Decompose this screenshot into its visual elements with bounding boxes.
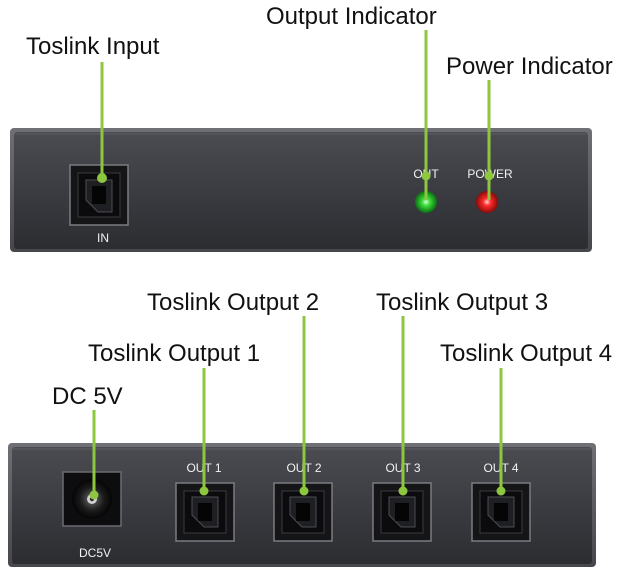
- leader-lines: [89, 30, 506, 500]
- leader-dot-output-indicator: [421, 171, 431, 181]
- callout-power-indicator: Power Indicator: [446, 53, 613, 80]
- front-panel: [10, 128, 592, 252]
- in-label: IN: [97, 231, 109, 245]
- callout-toslink-output-1: Toslink Output 1: [88, 340, 260, 367]
- dc5v-label: DC5V: [79, 546, 111, 560]
- out-led: [415, 191, 437, 213]
- callout-dc-5v: DC 5V: [52, 383, 123, 410]
- leader-dot-toslink-output-4: [496, 486, 506, 496]
- leader-dot-toslink-output-2: [299, 486, 309, 496]
- leader-dot-dc-5v: [89, 490, 99, 500]
- callout-toslink-output-4: Toslink Output 4: [440, 340, 612, 367]
- dc-jack: [62, 471, 122, 527]
- callout-output-indicator: Output Indicator: [266, 3, 437, 30]
- leader-dot-toslink-output-1: [199, 486, 209, 496]
- callout-toslink-output-3: Toslink Output 3: [376, 289, 548, 316]
- toslink-output-port-2: [273, 482, 333, 542]
- leader-dot-power-indicator: [484, 171, 494, 181]
- callout-toslink-input: Toslink Input: [26, 33, 160, 60]
- power-led: [476, 191, 498, 213]
- leader-dot-toslink-output-3: [398, 486, 408, 496]
- callout-toslink-output-2: Toslink Output 2: [147, 289, 319, 316]
- toslink-output-port-3: [372, 482, 432, 542]
- leader-dot-toslink-input: [97, 173, 107, 183]
